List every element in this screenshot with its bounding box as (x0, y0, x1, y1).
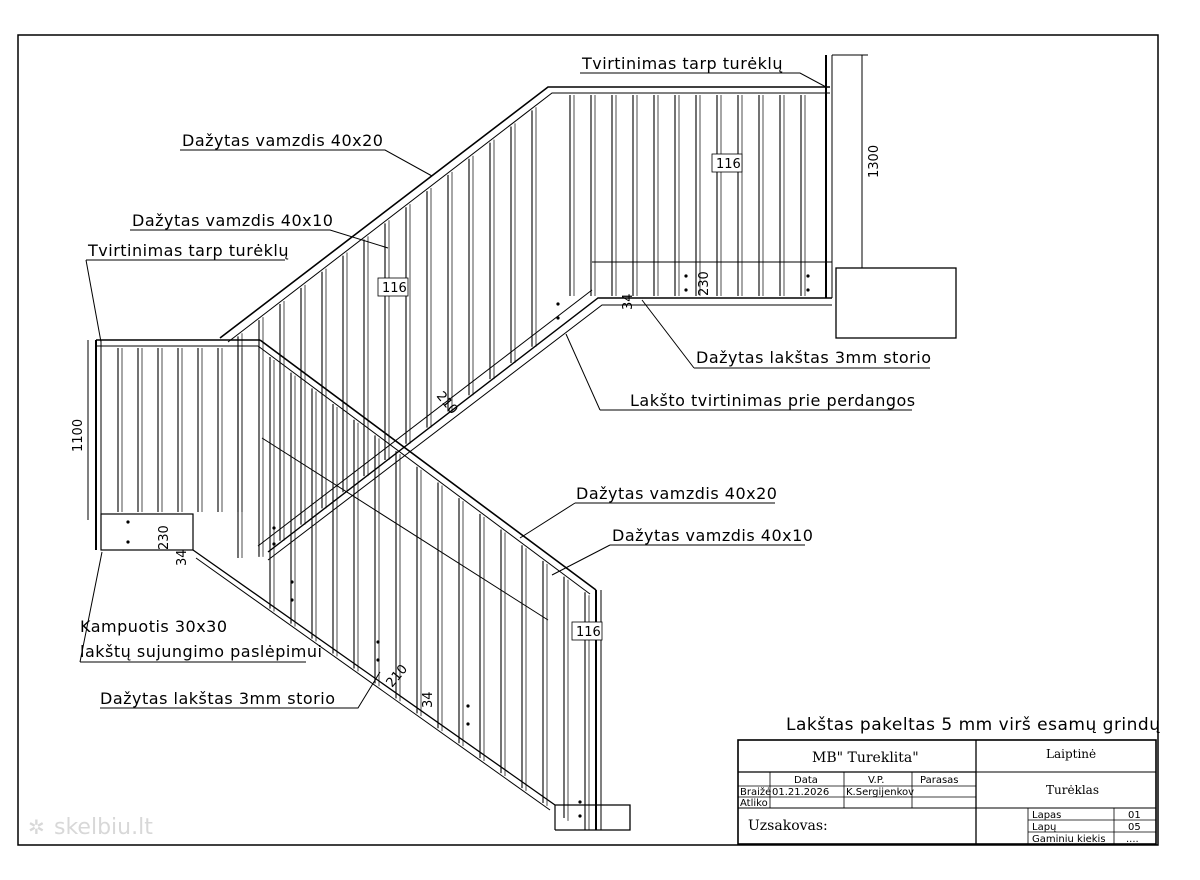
fixing-dot (126, 520, 130, 524)
lower-balusters (269, 356, 590, 830)
tb-col-data: Data (794, 775, 818, 786)
tb-lapas-value: 01 (1128, 810, 1141, 821)
title-block (737, 739, 1157, 845)
dim-spacing-mid-box: 116 (377, 277, 409, 297)
fixing-dot (290, 598, 294, 602)
dim-210-mid: 210 (433, 389, 460, 418)
label-vamzdis-40x10-lower: Dažytas vamzdis 40x10 (612, 526, 813, 545)
label-tvirtinimas-top: Tvirtinimas tarp turėklų (581, 54, 783, 73)
fixing-dots (126, 274, 810, 818)
left-balusters (117, 348, 243, 512)
fixing-dot (556, 302, 560, 306)
dim-34-left: 34 (175, 549, 190, 566)
fixing-dot (272, 542, 276, 546)
fixing-dot (806, 288, 810, 292)
fixing-dot (376, 658, 380, 662)
watermark-icon: ✲ (28, 815, 45, 839)
dim-spacing-top-box: 116 (711, 153, 743, 173)
label-vamzdis-40x10-upper: Dažytas vamzdis 40x10 (132, 211, 333, 230)
dim-210-low: 210 (384, 662, 411, 691)
tb-date: 01.21.2026 (772, 787, 829, 798)
tb-lapu-label: Lapų (1032, 822, 1057, 833)
label-kampuotis-line2: lakštų sujungimo paslėpimui (80, 642, 322, 661)
fixing-dot (556, 316, 560, 320)
dim-34-top: 34 (621, 293, 636, 310)
lower-flight (192, 339, 631, 831)
label-vamzdis-40x20-upper: Dažytas vamzdis 40x20 (182, 131, 383, 150)
label-tvirtinimas-left: Tvirtinimas tarp turėklų (87, 241, 289, 260)
tb-lapas-label: Lapas (1032, 810, 1061, 821)
tb-company: MB" Tureklita" (812, 750, 919, 766)
tb-gaminiu-label: Gaminiu kiekis (1032, 834, 1106, 845)
watermark-text: skelbiu.lt (54, 815, 153, 840)
fixing-dot (290, 580, 294, 584)
dim-spacing-low: 116 (576, 625, 601, 640)
fixing-dot (376, 640, 380, 644)
tb-col-vp: V.P. (868, 775, 884, 786)
dim-spacing-mid: 116 (382, 281, 407, 296)
fixing-dot (578, 814, 582, 818)
upper-flight (219, 54, 957, 561)
fixing-dot (684, 274, 688, 278)
dim-230-left: 230 (157, 525, 172, 550)
label-lakstas-tvirtinimas: Lakšto tvirtinimas prie perdangos (630, 391, 916, 410)
dim-spacing-low-box: 116 (571, 621, 603, 641)
tb-customer-label: Uzsakovas: (748, 818, 828, 834)
label-lakstas-upper: Dažytas lakštas 3mm storio (696, 348, 932, 367)
dim-height-top: 1300 (867, 145, 882, 178)
drawing-frame (17, 34, 1159, 846)
tb-product: Turėklas (1046, 783, 1099, 797)
dim-230-top: 230 (697, 271, 712, 296)
fixing-dot (806, 274, 810, 278)
dim-spacing-top: 116 (716, 157, 741, 172)
tb-row-braize: Braižė (740, 786, 771, 798)
fixing-dot (684, 288, 688, 292)
tb-lapu-value: 05 (1128, 822, 1141, 833)
fixing-dot (466, 704, 470, 708)
left-landing (87, 339, 260, 551)
label-kampuotis-line1: Kampuotis 30x30 (80, 617, 228, 636)
dim-34-low: 34 (421, 691, 436, 708)
tb-author: K.Sergijenkov (846, 787, 914, 798)
tb-col-parasas: Parasas (920, 775, 959, 786)
label-pakeltas-note: Lakštas pakeltas 5 mm virš esamų grindų (786, 715, 1161, 735)
label-lakstas-lower: Dažytas lakštas 3mm storio (100, 689, 336, 708)
fixing-dot (126, 540, 130, 544)
dim-height-left: 1100 (71, 419, 86, 452)
fixing-dot (466, 722, 470, 726)
fixing-dot (578, 800, 582, 804)
leader-lines (79, 72, 930, 709)
fixing-dot (272, 526, 276, 530)
watermark: ✲ skelbiu.lt (28, 815, 153, 840)
tb-project: Laiptinė (1046, 747, 1096, 761)
tb-row-atliko: Atliko (740, 798, 768, 809)
tb-gaminiu-value: .... (1126, 834, 1139, 845)
label-vamzdis-40x20-lower: Dažytas vamzdis 40x20 (576, 484, 777, 503)
